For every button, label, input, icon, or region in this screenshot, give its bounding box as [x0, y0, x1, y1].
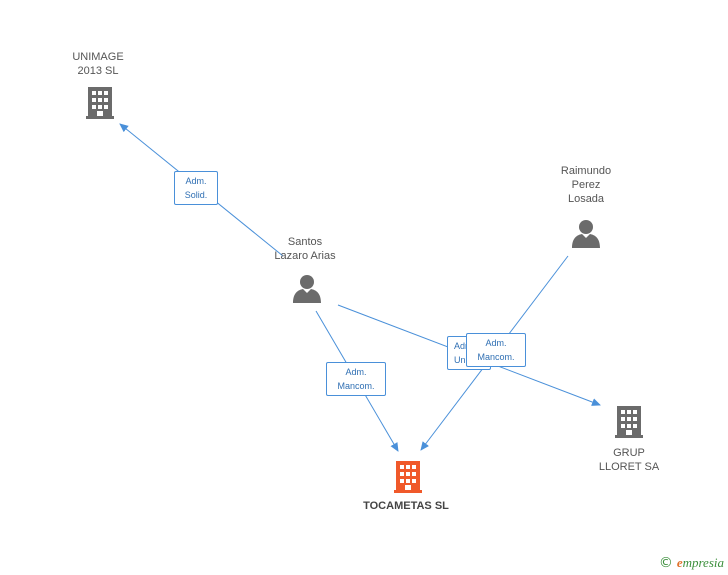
- person-icon[interactable]: [572, 220, 600, 248]
- node-label-santos[interactable]: Santos Lazaro Arias: [274, 236, 336, 262]
- node-label-grup[interactable]: GRUP LLORET SA: [598, 447, 660, 473]
- brand-logo: © empresia: [659, 555, 724, 571]
- edge-label-raimundo-tocametas[interactable]: Adm. Mancom.: [466, 333, 526, 367]
- brand-name: empresia: [676, 555, 724, 570]
- edge-label-santos-unimage[interactable]: Adm. Solid.: [174, 171, 218, 205]
- building-icon[interactable]: [86, 87, 114, 119]
- person-icon[interactable]: [293, 275, 321, 303]
- node-label-tocametas[interactable]: TOCAMETAS SL: [363, 500, 449, 512]
- edge-label-santos-tocametas[interactable]: Adm. Mancom.: [326, 362, 386, 396]
- building-icon[interactable]: [394, 461, 422, 493]
- node-label-unimage[interactable]: UNIMAGE 2013 SL: [72, 51, 124, 77]
- building-icon[interactable]: [615, 406, 643, 438]
- copyright-icon: ©: [658, 555, 673, 571]
- node-label-raimundo[interactable]: Raimundo Perez Losada: [560, 165, 612, 205]
